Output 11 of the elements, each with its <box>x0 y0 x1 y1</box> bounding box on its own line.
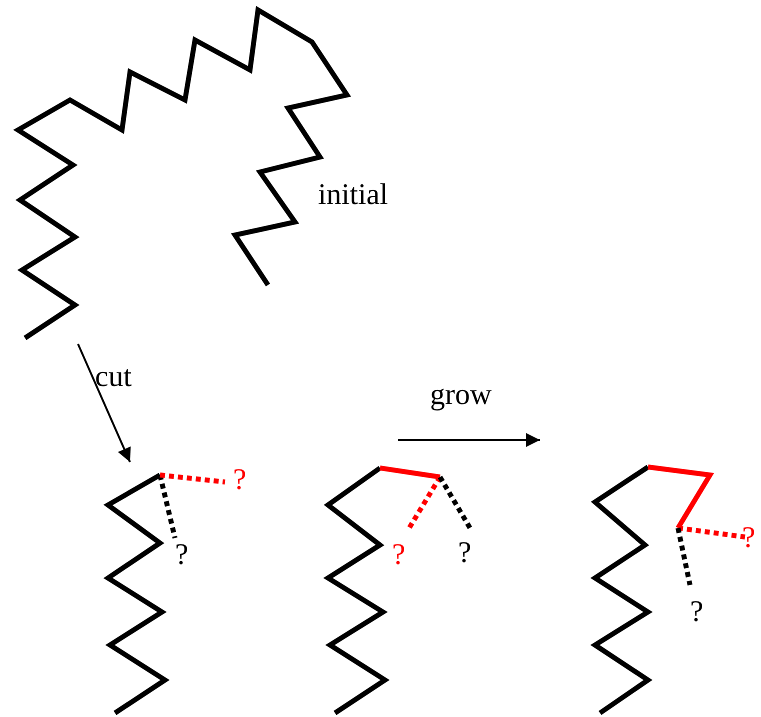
edge-label: cut <box>95 362 132 392</box>
question-mark: ? <box>233 465 246 495</box>
question-mark: ? <box>742 523 756 553</box>
question-mark: ? <box>458 538 472 568</box>
edge-label: grow <box>430 380 492 410</box>
arrow <box>77 344 131 462</box>
question-mark: ? <box>690 597 704 627</box>
question-mark: ? <box>175 540 188 570</box>
caption-text: initial <box>318 180 388 210</box>
question-mark: ? <box>392 540 406 570</box>
arrow <box>398 433 540 447</box>
